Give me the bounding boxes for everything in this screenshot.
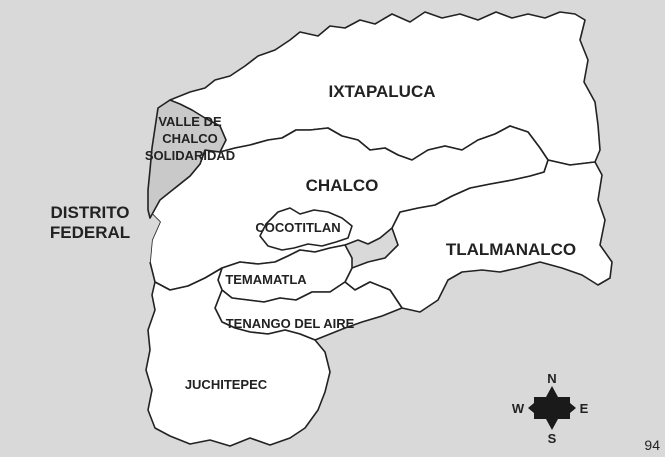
label-ixtapaluca: IXTAPALUCA: [328, 82, 435, 101]
label-distrito-line2: FEDERAL: [50, 223, 130, 242]
region-juchitepec: [145, 267, 331, 447]
label-chalco: CHALCO: [306, 176, 379, 195]
region-valle-de-chalco: [147, 99, 227, 219]
label-valle-line1: VALLE DE: [158, 114, 222, 129]
label-cocotitlan: COCOTITLAN: [255, 220, 340, 235]
page-number: 94: [644, 437, 660, 453]
label-tlalmanalco: TLALMANALCO: [446, 240, 576, 259]
compass-arrows: [528, 386, 576, 430]
label-valle-line3: SOLIDARIDAD: [145, 148, 235, 163]
label-juchitepec: JUCHITEPEC: [185, 377, 268, 392]
compass-south: S: [548, 431, 557, 446]
label-distrito-line1: DISTRITO: [50, 203, 129, 222]
region-distrito-federal: [12, 168, 160, 270]
compass-icon: N S E W: [512, 371, 589, 446]
compass-east: E: [580, 401, 589, 416]
region-cocotitlan: [259, 207, 353, 251]
label-temamatla: TEMAMATLA: [225, 272, 307, 287]
label-valle-line2: CHALCO: [162, 131, 218, 146]
compass-west: W: [512, 401, 525, 416]
label-tenango-del-aire: TENANGO DEL AIRE: [226, 316, 355, 331]
compass-north: N: [547, 371, 556, 386]
